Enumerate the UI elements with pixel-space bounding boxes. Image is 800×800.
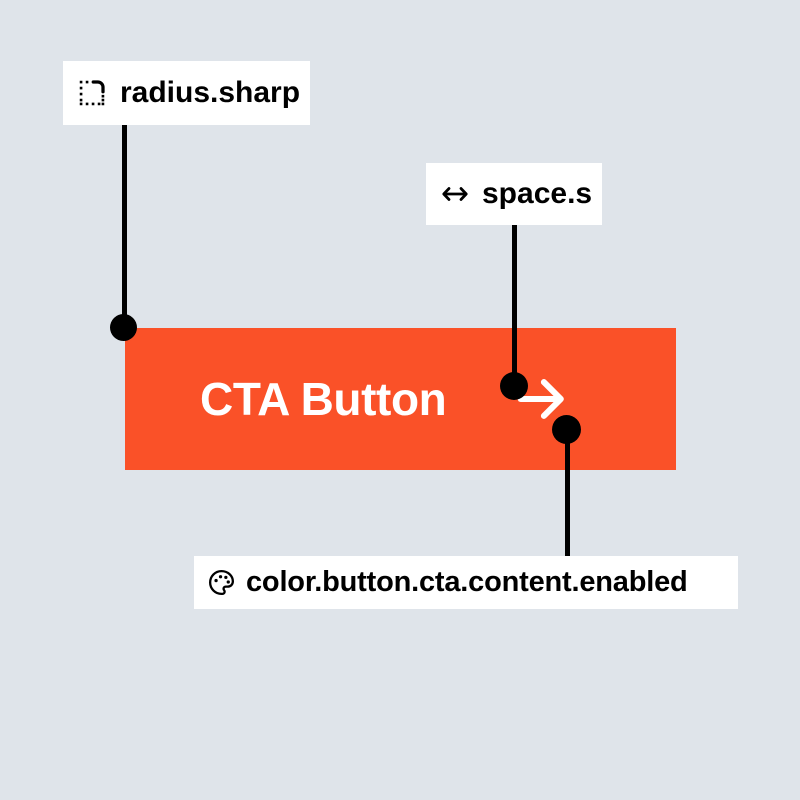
token-chip-radius[interactable]: radius.sharp: [63, 61, 310, 125]
horizontal-resize-icon: [442, 187, 468, 201]
token-chip-radius-label: radius.sharp: [120, 76, 301, 109]
palette-icon: [208, 569, 235, 596]
cta-button-label: CTA Button: [200, 373, 447, 425]
connector-line-color: [565, 429, 570, 558]
connector-line-space: [512, 224, 517, 387]
cta-button[interactable]: CTA Button: [125, 328, 676, 470]
arrow-right-icon: [518, 379, 565, 419]
token-chip-color[interactable]: color.button.cta.content.enabled: [194, 556, 738, 609]
connector-dot-color: [552, 415, 581, 444]
token-chip-space-label: space.s: [482, 177, 593, 210]
token-chip-color-label: color.button.cta.content.enabled: [246, 566, 688, 598]
connector-line-radius: [122, 124, 127, 328]
connector-dot-space: [500, 372, 528, 400]
connector-dot-radius: [110, 314, 137, 341]
corner-radius-icon: [79, 80, 105, 106]
cta-button-inner-gap: [446, 394, 512, 404]
token-chip-space[interactable]: space.s: [426, 163, 602, 225]
